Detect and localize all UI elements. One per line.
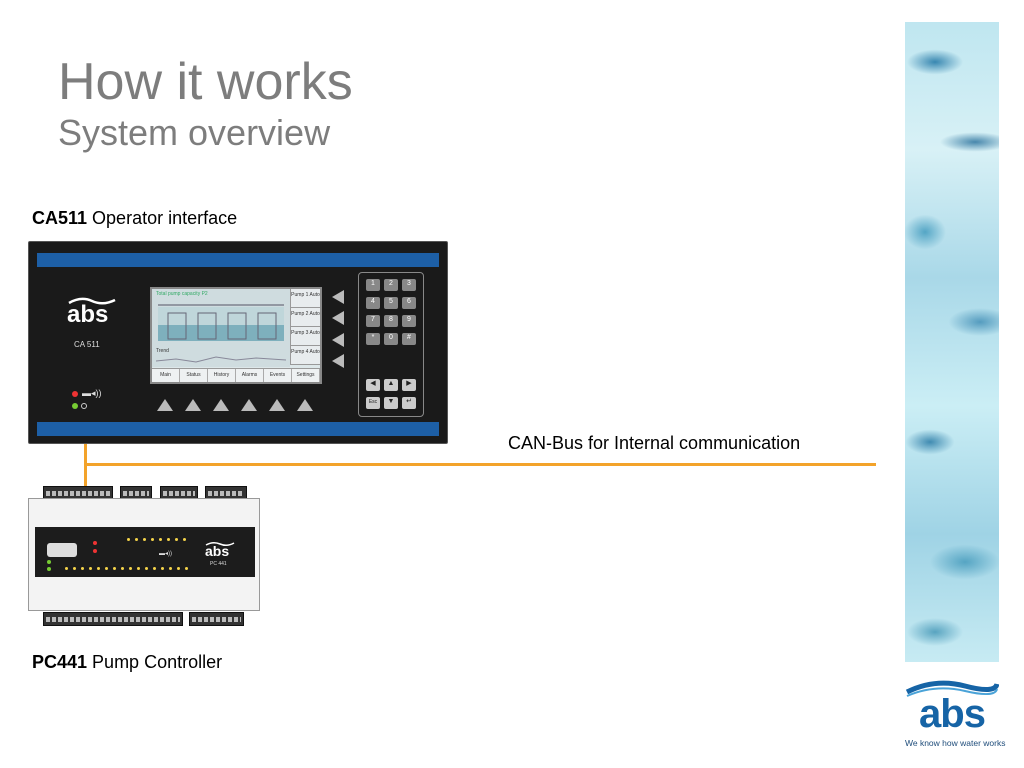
pc441-front-panel: ▬◂)) abs PC 441 [35, 527, 255, 577]
tab-status[interactable]: Status [180, 369, 208, 382]
abs-logo-waves-icon [905, 680, 999, 697]
ca511-top-bar [37, 253, 439, 267]
key-1[interactable]: 1 [366, 279, 380, 291]
pc441-terminal-block-top [120, 486, 152, 500]
tab-settings[interactable]: Settings [292, 369, 320, 382]
pump-2-button[interactable]: Pump 2 Auto [290, 308, 320, 327]
ca511-caption-model: CA511 [32, 208, 88, 228]
ca511-keypad: 1 2 3 4 5 6 7 8 9 * 0 # ◀ ▲ ▶ Esc ▼ ↵ [358, 272, 424, 417]
tab-history[interactable]: History [208, 369, 236, 382]
display-trend-label: Trend [156, 348, 169, 354]
ca511-brand: abs [67, 301, 109, 328]
display-header: Total pump capacity P2 [156, 291, 208, 297]
key-0[interactable]: 0 [384, 333, 398, 345]
softkey-pump-1-arrow-icon[interactable] [332, 290, 344, 304]
can-bus-line [86, 463, 876, 466]
ca511-bottom-bar [37, 422, 439, 436]
softkey-alarms-arrow-icon[interactable] [241, 399, 257, 411]
softkey-settings-arrow-icon[interactable] [297, 399, 313, 411]
pc441-logo-waves-icon [205, 541, 235, 547]
arrow-left-icon[interactable]: ◀ [366, 379, 380, 391]
pump-3-button[interactable]: Pump 3 Auto [290, 327, 320, 346]
key-hash[interactable]: # [402, 333, 416, 345]
pc441-alarm-led [93, 541, 97, 545]
arrow-up-icon[interactable]: ▲ [384, 379, 398, 391]
pc441-caption-desc: Pump Controller [87, 652, 223, 672]
key-2[interactable]: 2 [384, 279, 398, 291]
pc441-power-led [47, 560, 51, 564]
key-3[interactable]: 3 [402, 279, 416, 291]
display-tab-row: Main Status History Alarms Events Settin… [152, 368, 320, 382]
serial-port-icon [47, 543, 77, 557]
pc441-model-label: PC 441 [210, 561, 227, 567]
horn-icon: ▬◂)) [159, 551, 173, 557]
tab-alarms[interactable]: Alarms [236, 369, 264, 382]
pump-4-button[interactable]: Pump 4 Auto [290, 346, 320, 365]
pc441-caption: PC441 Pump Controller [32, 652, 222, 673]
abs-logo-tagline: We know how water works [905, 738, 1006, 748]
ca511-alarm-led [72, 391, 78, 397]
ca511-device: abs CA 511 ▬◂)) Total pump capacity P2 T… [28, 241, 448, 444]
softkey-pump-4-arrow-icon[interactable] [332, 354, 344, 368]
pc441-terminal-block-bottom [189, 612, 244, 626]
can-bus-label: CAN-Bus for Internal communication [508, 433, 801, 453]
pc441-brand: abs [205, 543, 230, 559]
abs-logo: abs [919, 692, 986, 736]
can-bus-drop-line [84, 444, 87, 486]
slide-subtitle: System overview [58, 112, 331, 153]
tab-main[interactable]: Main [152, 369, 180, 382]
ca511-display: Total pump capacity P2 Trend Pump 1 Auto… [150, 287, 322, 384]
ca511-logo-waves-icon [68, 297, 116, 305]
slide-title: How it works [58, 53, 353, 111]
display-chart-area: Total pump capacity P2 Trend [152, 289, 290, 367]
pc441-fault-led [93, 549, 97, 553]
softkey-pump-3-arrow-icon[interactable] [332, 333, 344, 347]
display-trend-line [156, 356, 286, 363]
ca511-status-led [81, 403, 87, 409]
pc441-run-led [47, 567, 51, 571]
arrow-down-icon[interactable]: ▼ [384, 397, 398, 409]
key-6[interactable]: 6 [402, 297, 416, 309]
key-4[interactable]: 4 [366, 297, 380, 309]
key-8[interactable]: 8 [384, 315, 398, 327]
display-pump-diagram [158, 304, 284, 341]
pc441-device: ▬◂)) abs PC 441 [28, 498, 260, 611]
pc441-caption-model: PC441 [32, 652, 88, 672]
pump-1-button[interactable]: Pump 1 Auto [290, 289, 320, 308]
key-star[interactable]: * [366, 333, 380, 345]
ca511-model-label: CA 511 [74, 340, 100, 349]
key-7[interactable]: 7 [366, 315, 380, 327]
ca511-caption: CA511 Operator interface [32, 208, 237, 229]
enter-icon[interactable]: ↵ [402, 397, 416, 409]
water-decoration-image [905, 22, 999, 662]
softkey-main-arrow-icon[interactable] [157, 399, 173, 411]
ca511-power-led [72, 403, 78, 409]
softkey-pump-2-arrow-icon[interactable] [332, 311, 344, 325]
arrow-right-icon[interactable]: ▶ [402, 379, 416, 391]
softkey-events-arrow-icon[interactable] [269, 399, 285, 411]
pc441-terminal-block-bottom [43, 612, 183, 626]
key-5[interactable]: 5 [384, 297, 398, 309]
ca511-caption-desc: Operator interface [87, 208, 238, 228]
horn-icon: ▬◂)) [82, 388, 102, 398]
softkey-status-arrow-icon[interactable] [185, 399, 201, 411]
key-9[interactable]: 9 [402, 315, 416, 327]
esc-key[interactable]: Esc [366, 397, 380, 409]
tab-events[interactable]: Events [264, 369, 292, 382]
softkey-history-arrow-icon[interactable] [213, 399, 229, 411]
